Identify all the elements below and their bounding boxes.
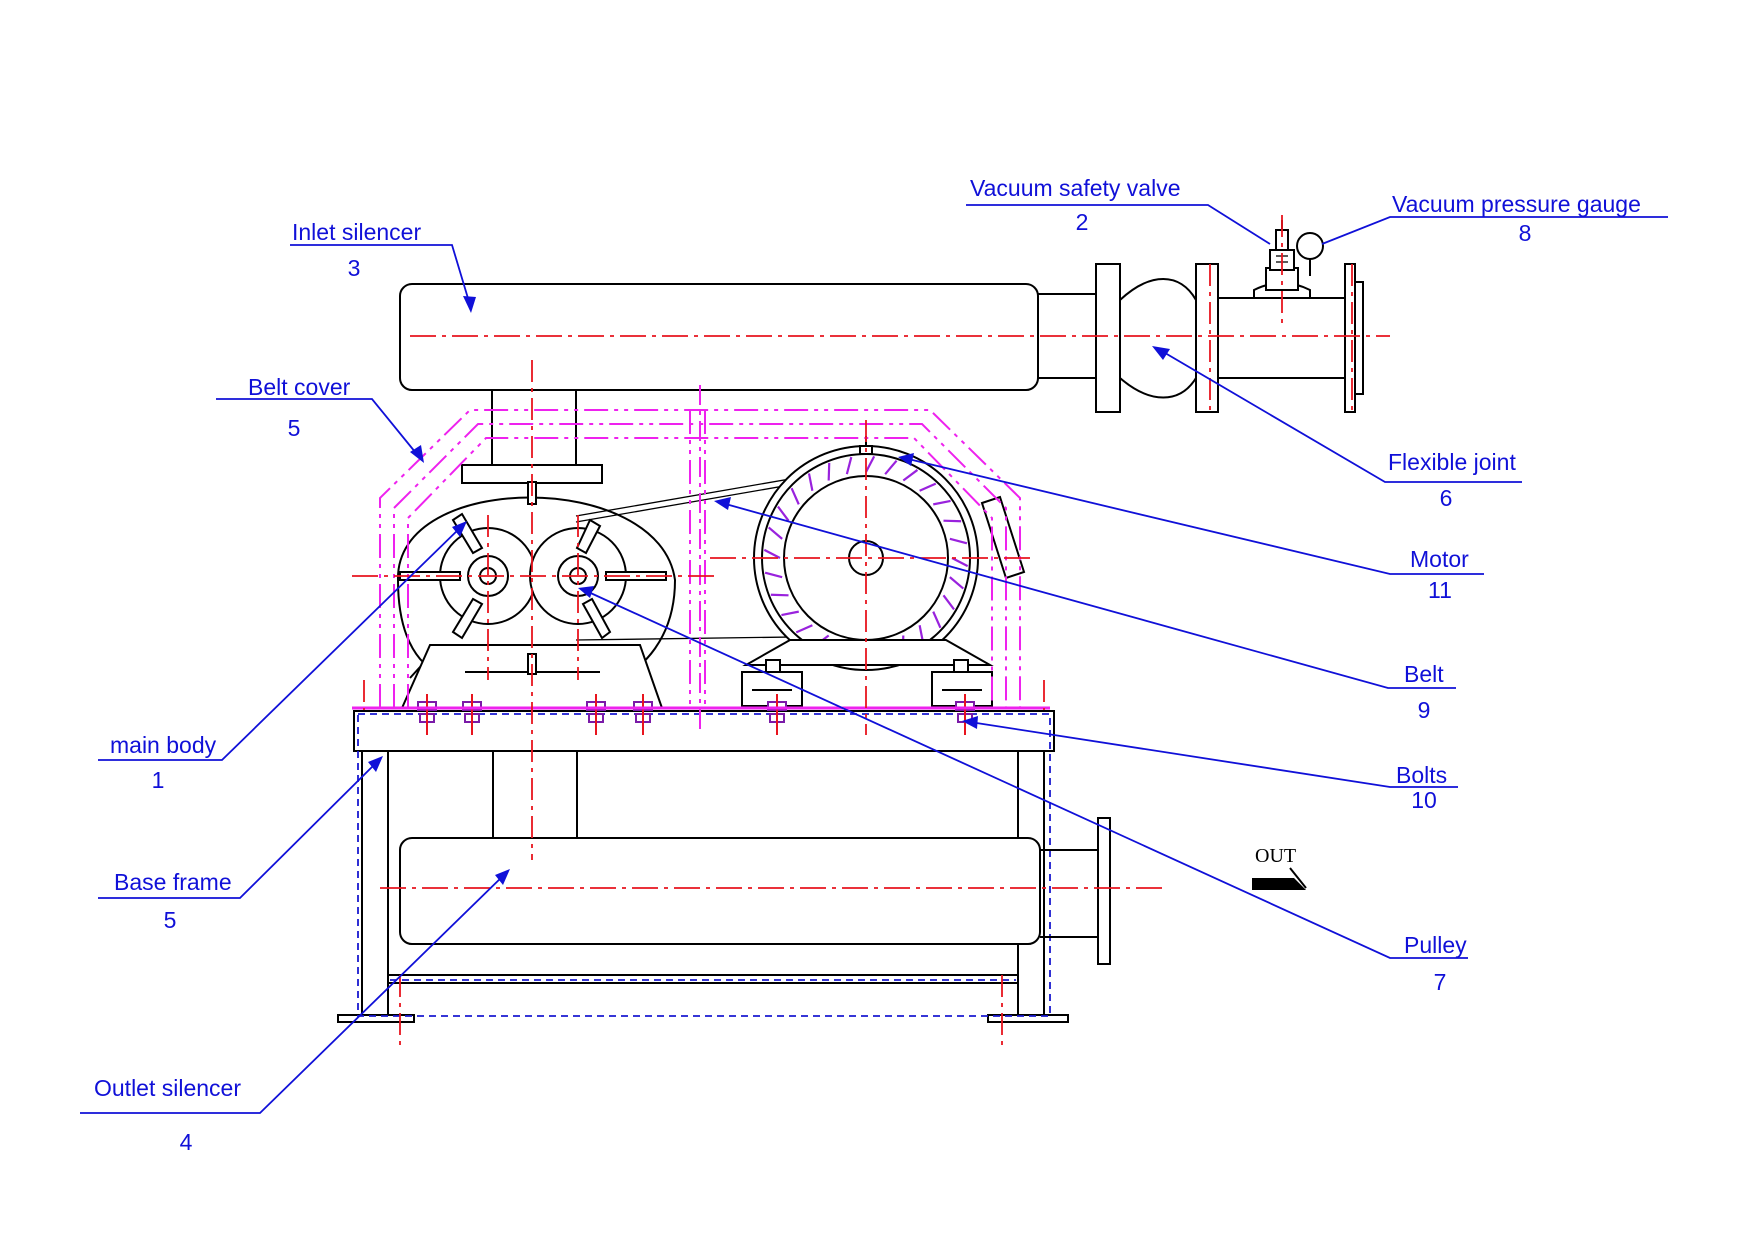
cooling-fin — [902, 469, 919, 482]
cooling-fin — [807, 473, 814, 491]
outlet-silencer — [399, 817, 1111, 965]
out-label: OUT — [1255, 845, 1296, 867]
cooling-fin — [795, 624, 813, 634]
cooling-fin — [790, 487, 800, 505]
callout-belt-cover-number: 5 — [288, 415, 301, 441]
callout-outlet-silencer-label: Outlet silencer — [94, 1075, 241, 1101]
vacuum-pressure-gauge — [1296, 232, 1324, 276]
bolts — [417, 694, 975, 735]
cooling-fin — [827, 462, 831, 481]
leader-lines — [80, 204, 1668, 1114]
bolt — [417, 694, 437, 735]
cooling-fin — [763, 548, 781, 559]
callout-labels: Inlet silencer 3 Vacuum safety valve 2 V… — [94, 175, 1641, 1155]
cooling-fin — [764, 571, 783, 579]
callout-bolts-number: 10 — [1411, 787, 1437, 813]
cooling-fin — [949, 537, 968, 545]
belt-cover — [352, 385, 1050, 735]
callout-vacuum-pressure-gauge-label: Vacuum pressure gauge — [1392, 191, 1641, 217]
callout-inlet-silencer-label: Inlet silencer — [292, 219, 421, 245]
callout-pulley-number: 7 — [1434, 969, 1447, 995]
callout-main-body-number: 1 — [152, 767, 165, 793]
callout-vacuum-pressure-gauge-number: 8 — [1519, 220, 1532, 246]
callout-vacuum-safety-valve-label: Vacuum safety valve — [970, 175, 1181, 201]
callout-pulley-label: Pulley — [1404, 932, 1467, 958]
bolt — [633, 694, 653, 735]
callout-vacuum-safety-valve-number: 2 — [1076, 209, 1089, 235]
callout-bolts-label: Bolts — [1396, 762, 1447, 788]
bolt — [586, 694, 606, 735]
callout-base-frame-number: 5 — [164, 907, 177, 933]
cooling-fin — [770, 593, 789, 597]
cooling-fin — [951, 557, 969, 568]
flexible-joint — [1038, 263, 1364, 413]
cooling-fin — [781, 610, 799, 617]
callout-base-frame-label: Base frame — [114, 869, 232, 895]
cooling-fin — [932, 611, 942, 629]
bolt — [767, 694, 787, 735]
cooling-fin — [777, 505, 790, 522]
callout-motor-label: Motor — [1410, 546, 1469, 572]
cooling-fin — [943, 519, 962, 523]
bolt — [462, 694, 482, 735]
callout-flexible-joint-label: Flexible joint — [1388, 449, 1516, 475]
main-body — [396, 464, 677, 709]
base-frame — [337, 710, 1069, 1023]
out-marker: OUT — [1252, 845, 1307, 890]
cooling-fin — [919, 482, 937, 492]
cooling-fin — [949, 576, 965, 590]
callout-main-body-label: main body — [110, 732, 217, 758]
vacuum-safety-valve — [1253, 220, 1311, 299]
callout-inlet-silencer-number: 3 — [348, 255, 361, 281]
cooling-fin — [933, 499, 951, 506]
cooling-fin — [865, 455, 876, 473]
centerlines — [352, 215, 1390, 1050]
callout-flexible-joint-number: 6 — [1440, 485, 1453, 511]
cooling-fin — [884, 459, 898, 475]
callout-outlet-silencer-number: 4 — [180, 1129, 193, 1155]
callout-belt-label: Belt — [1404, 661, 1444, 687]
inlet-silencer — [399, 283, 1039, 465]
cooling-fin — [942, 594, 955, 611]
cooling-fin — [845, 456, 853, 475]
callout-belt-number: 9 — [1418, 697, 1431, 723]
callout-belt-cover-label: Belt cover — [248, 374, 351, 400]
cooling-fin — [767, 526, 783, 540]
callout-motor-number: 11 — [1428, 577, 1452, 603]
